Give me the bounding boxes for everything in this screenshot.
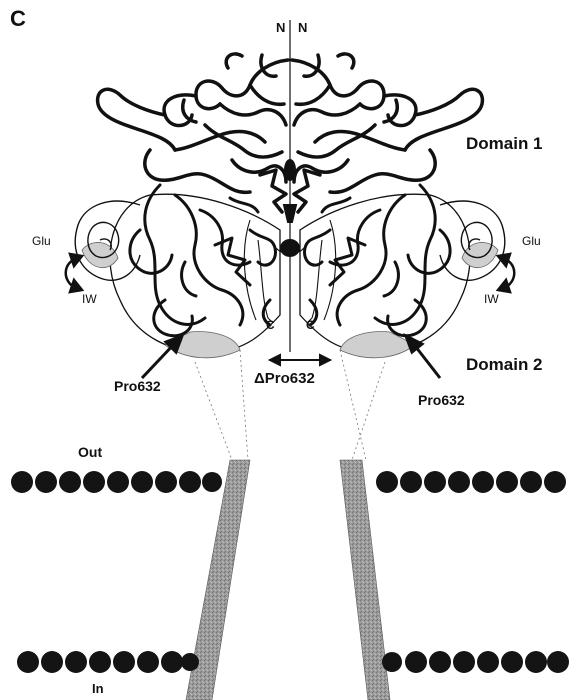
c-terminus-left-label: C <box>266 318 275 332</box>
n-terminus-right-label: N <box>298 20 307 35</box>
domain1-label: Domain 1 <box>466 134 543 154</box>
glu-left-label: Glu <box>32 234 51 248</box>
membrane-outer-leaflet <box>11 471 566 493</box>
domain1-ribbon-left <box>98 54 288 212</box>
n-terminus-left-label: N <box>276 20 285 35</box>
domain2-label: Domain 2 <box>466 355 543 375</box>
panel-letter: C <box>10 6 26 32</box>
pro632-arrow-right <box>406 336 440 378</box>
projection-guides <box>195 350 385 460</box>
iw-left-label: IW <box>82 292 97 306</box>
delta-pro632-arrow <box>270 355 330 365</box>
delta-pro632-label: ΔPro632 <box>254 370 315 387</box>
pro632-left-label: Pro632 <box>114 378 161 394</box>
membrane-inner-leaflet <box>17 651 569 673</box>
side-lobe-right <box>440 201 505 280</box>
glu-iw-arrow-right <box>498 254 514 292</box>
out-label: Out <box>78 444 102 460</box>
transmembrane-helices <box>186 460 390 700</box>
pro632-right-label: Pro632 <box>418 392 465 408</box>
side-lobe-left <box>75 201 140 280</box>
c-terminus-right-label: C <box>306 318 315 332</box>
domain1-ribbon-right <box>292 54 482 212</box>
glu-right-label: Glu <box>522 234 541 248</box>
in-label: In <box>92 681 104 696</box>
iw-right-label: IW <box>484 292 499 306</box>
pro632-arrow-left <box>142 336 182 378</box>
glu-iw-arrow-left <box>66 254 82 292</box>
